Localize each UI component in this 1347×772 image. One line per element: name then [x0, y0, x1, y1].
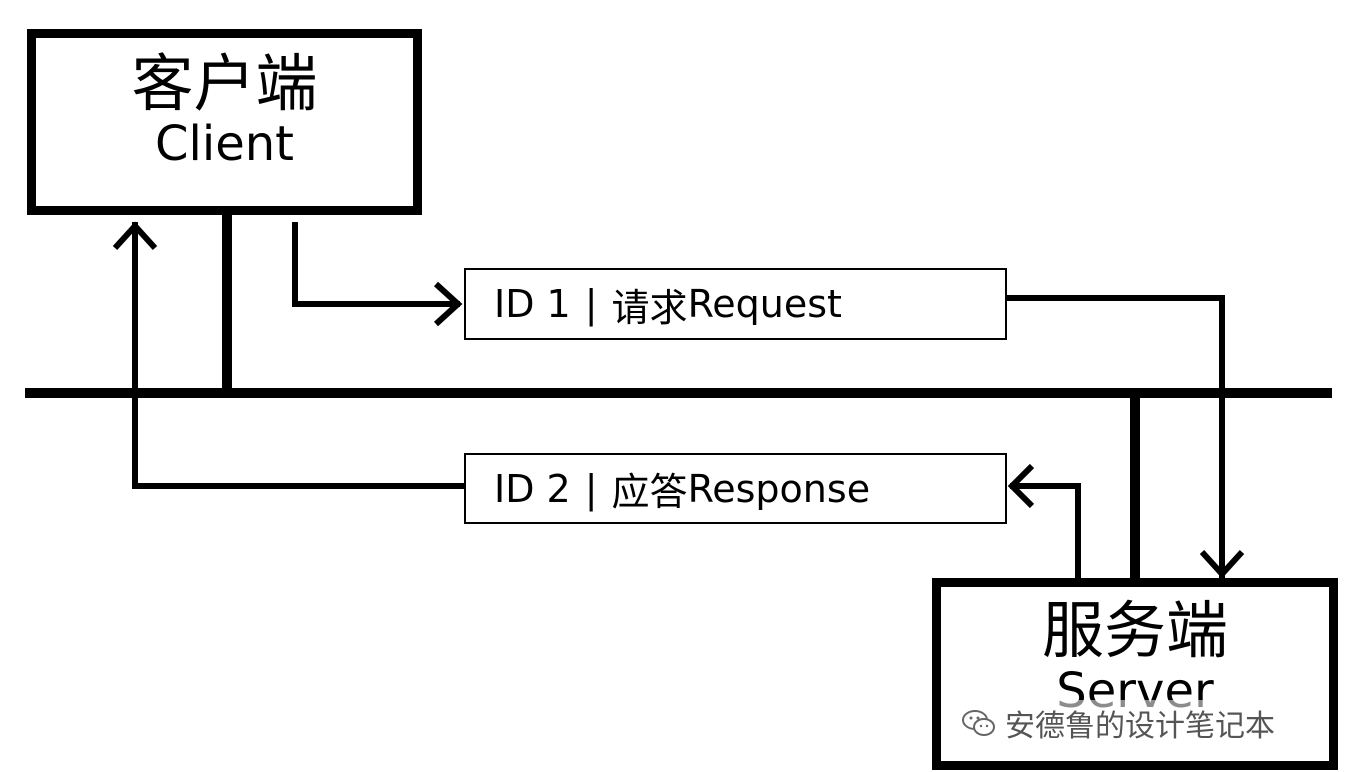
request-arrowhead-server	[1199, 549, 1245, 579]
response-arrow-in	[132, 222, 464, 489]
request-label-en: Request	[687, 282, 842, 326]
server-label-zh: 服务端	[1041, 594, 1228, 667]
request-id: ID 1	[494, 282, 571, 326]
request-arrow-out	[292, 222, 460, 307]
watermark: 安德鲁的设计笔记本	[955, 700, 1281, 746]
response-separator: |	[584, 466, 598, 511]
request-separator: |	[584, 282, 598, 326]
client-node: 客户端 Client	[27, 29, 422, 215]
client-label-zh: 客户端	[131, 47, 318, 120]
request-arrowhead	[433, 281, 463, 327]
request-message: ID 1 | 请求 Request	[464, 268, 1007, 340]
request-label-zh: 请求	[611, 285, 688, 330]
wechat-icon	[962, 710, 995, 736]
response-label-zh: 应答	[611, 470, 688, 514]
response-arrow-out	[1010, 483, 1081, 578]
response-arrowhead-client	[112, 221, 158, 251]
request-arrow-in	[1007, 295, 1225, 578]
response-arrowhead	[1007, 463, 1035, 509]
watermark-text: 安德鲁的设计笔记本	[1005, 709, 1275, 744]
response-id: ID 2	[494, 466, 571, 511]
response-message: ID 2 | 应答 Response	[464, 453, 1007, 524]
response-label-en: Response	[687, 466, 871, 511]
client-label-en: Client	[155, 116, 294, 172]
